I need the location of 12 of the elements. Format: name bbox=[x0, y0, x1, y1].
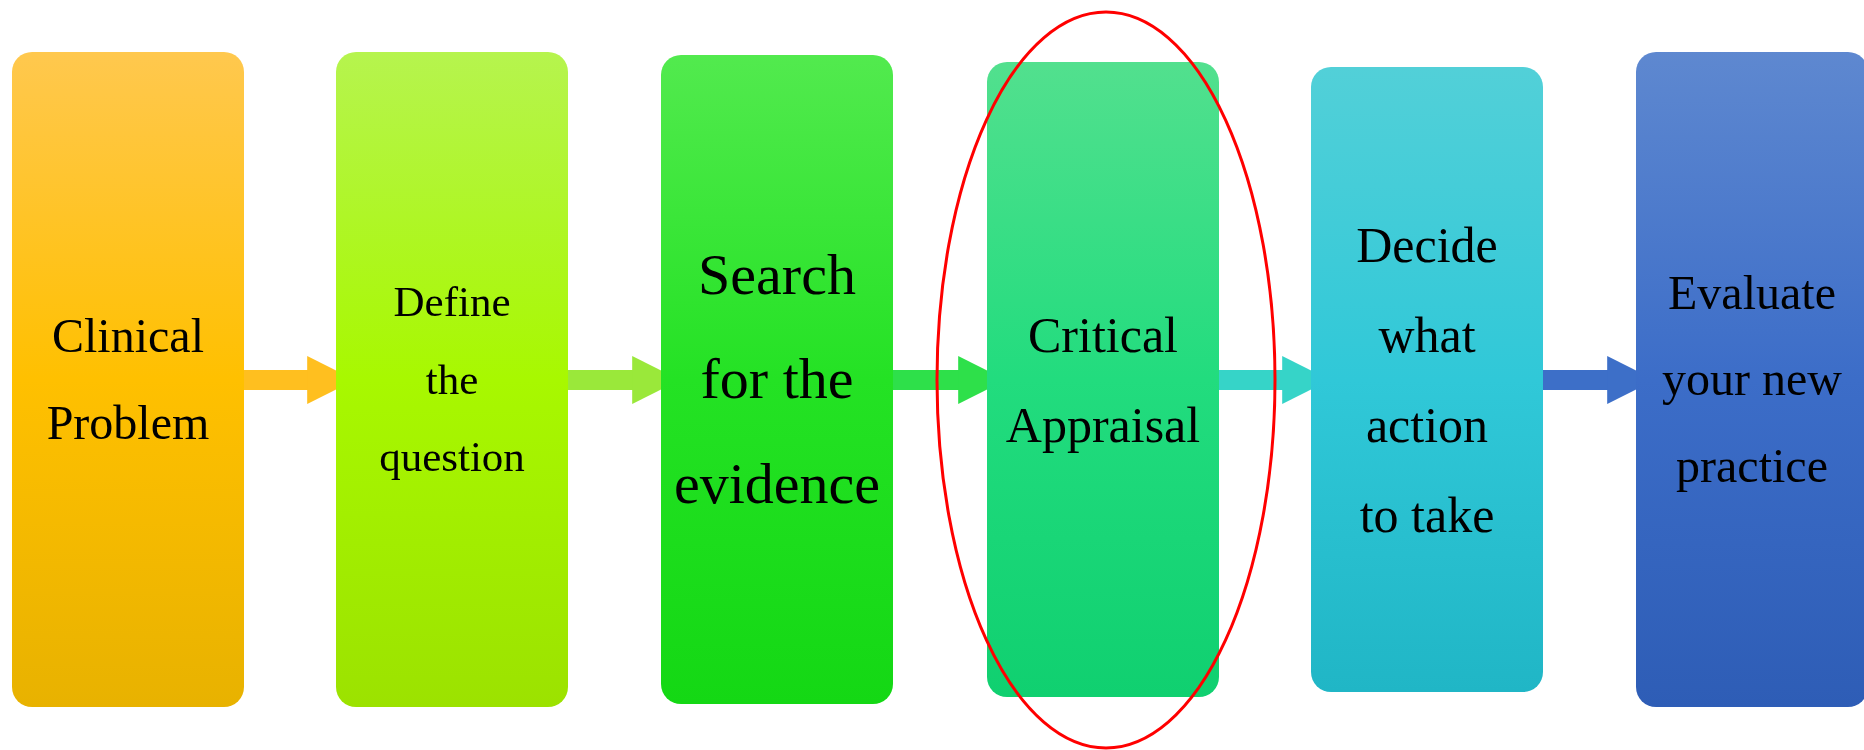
step-box bbox=[987, 62, 1219, 697]
step-text: Define the question bbox=[378, 277, 526, 483]
step-box bbox=[1311, 67, 1543, 692]
step-box bbox=[661, 55, 893, 704]
step-box bbox=[1636, 52, 1864, 707]
step-text: Evaluate your new practice bbox=[1661, 264, 1843, 494]
step-text: Clinical Problem bbox=[45, 308, 211, 451]
step-text: Decide what action to take bbox=[1355, 215, 1499, 545]
step-box bbox=[336, 52, 568, 707]
step-text: Search for the evidence bbox=[672, 240, 882, 518]
step-box bbox=[12, 52, 244, 707]
step-text: Critical Appraisal bbox=[1004, 305, 1202, 455]
